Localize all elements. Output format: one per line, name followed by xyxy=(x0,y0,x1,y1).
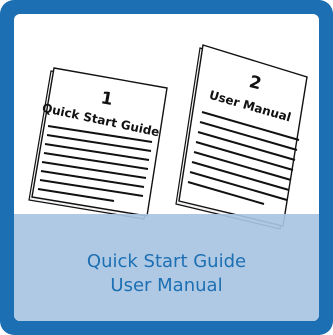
caption: Quick Start Guide User Manual xyxy=(14,250,319,298)
caption-line-user-manual: User Manual xyxy=(110,275,223,296)
doc2-number: 2 xyxy=(247,72,263,94)
quick-start-guide-document-icon: 1 Quick Start Guide xyxy=(28,67,168,220)
user-manual-document-icon: 2 User Manual xyxy=(175,44,308,230)
doc1-number: 1 xyxy=(99,88,114,110)
card-body: 1 Quick Start Guide 2 User Man xyxy=(14,14,319,321)
caption-line-quick-start-guide: Quick Start Guide xyxy=(86,251,247,272)
caption-band xyxy=(14,214,319,321)
